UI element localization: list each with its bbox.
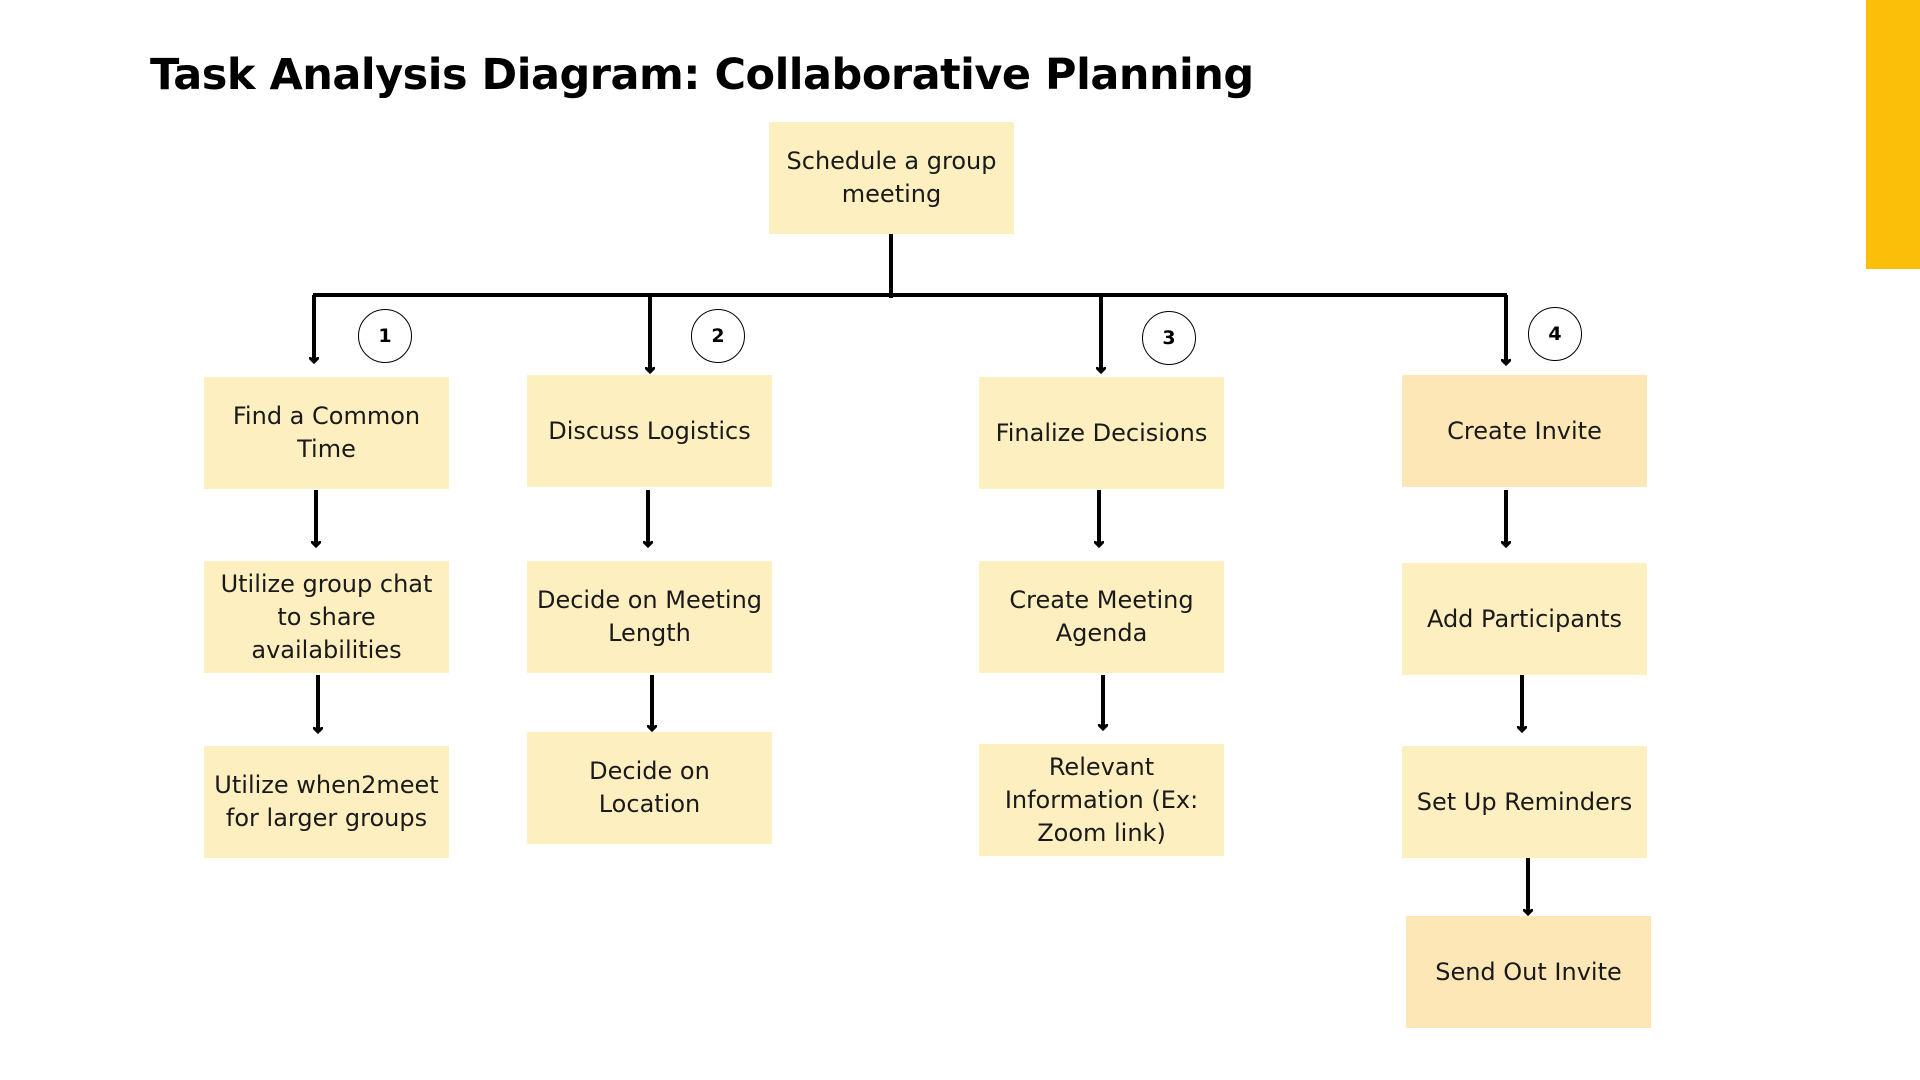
subtask-label: Send Out Invite	[1435, 957, 1622, 986]
subtask-node-group-chat: Utilize group chat to share availabiliti…	[204, 561, 449, 673]
page-title: Task Analysis Diagram: Collaborative Pla…	[150, 50, 1254, 100]
task-label: Discuss Logistics	[548, 416, 751, 445]
task-label: Finalize Decisions	[995, 418, 1208, 447]
task-node-find-common-time: Find a Common Time	[204, 377, 449, 489]
task-node-discuss-logistics: Discuss Logistics	[527, 375, 772, 487]
accent-bar	[1866, 0, 1920, 269]
subtask-label: Decide on Meeting Length	[536, 586, 763, 647]
subtask-label: Utilize when2meet for larger groups	[214, 771, 439, 832]
subtask-node-when2meet: Utilize when2meet for larger groups	[204, 746, 449, 858]
subtask-node-send-invite: Send Out Invite	[1406, 916, 1651, 1028]
subtask-node-add-participants: Add Participants	[1402, 563, 1647, 675]
subtask-node-reminders: Set Up Reminders	[1402, 746, 1647, 858]
step-number-badge-1: 1	[358, 309, 412, 363]
subtask-label: Utilize group chat to share availabiliti…	[220, 569, 433, 664]
step-number-badge-2: 2	[691, 309, 745, 363]
subtask-node-meeting-agenda: Create Meeting Agenda	[979, 561, 1224, 673]
step-number-badge-4: 4	[1528, 307, 1582, 361]
root-node: Schedule a group meeting	[769, 122, 1014, 234]
task-node-finalize-decisions: Finalize Decisions	[979, 377, 1224, 489]
task-label: Create Invite	[1447, 416, 1602, 445]
subtask-node-meeting-length: Decide on Meeting Length	[527, 561, 772, 673]
subtask-label: Create Meeting Agenda	[1009, 586, 1194, 647]
subtask-label: Set Up Reminders	[1416, 787, 1633, 816]
task-node-create-invite: Create Invite	[1402, 375, 1647, 487]
subtask-label: Add Participants	[1426, 604, 1623, 633]
task-label: Find a Common Time	[232, 402, 421, 463]
subtask-node-relevant-info: Relevant Information (Ex: Zoom link)	[979, 744, 1224, 856]
subtask-label: Relevant Information (Ex: Zoom link)	[1004, 752, 1199, 847]
step-number-badge-3: 3	[1142, 311, 1196, 365]
root-label: Schedule a group meeting	[786, 147, 997, 208]
subtask-node-location: Decide on Location	[527, 732, 772, 844]
subtask-label: Decide on Location	[589, 757, 710, 818]
